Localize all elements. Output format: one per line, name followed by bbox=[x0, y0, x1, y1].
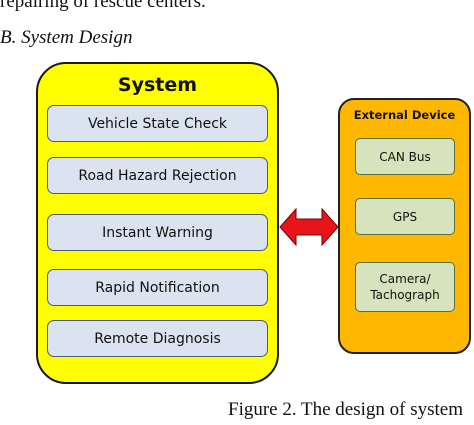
external-device-title: External Device bbox=[353, 108, 456, 122]
external-device-box: External Device CAN Bus GPS Camera/ Tach… bbox=[338, 98, 471, 354]
section-heading: B. System Design bbox=[0, 27, 133, 48]
external-item-camera-tachograph: Camera/ Tachograph bbox=[355, 262, 455, 312]
bidirectional-arrow-shape bbox=[279, 207, 339, 247]
preceding-text-line: repairing of rescue centers. bbox=[0, 0, 206, 12]
system-item-vehicle-state-check: Vehicle State Check bbox=[47, 105, 268, 142]
system-item-rapid-notification: Rapid Notification bbox=[47, 269, 268, 306]
system-title: System bbox=[117, 74, 198, 96]
system-item-remote-diagnosis: Remote Diagnosis bbox=[47, 320, 268, 357]
system-item-instant-warning: Instant Warning bbox=[47, 214, 268, 251]
external-item-gps: GPS bbox=[355, 198, 455, 235]
system-item-road-hazard-rejection: Road Hazard Rejection bbox=[47, 157, 268, 194]
figure-caption: Figure 2. The design of system bbox=[228, 399, 464, 420]
bidirectional-arrow bbox=[279, 207, 339, 247]
system-box: System Vehicle State Check Road Hazard R… bbox=[36, 62, 279, 384]
external-item-can-bus: CAN Bus bbox=[355, 138, 455, 175]
